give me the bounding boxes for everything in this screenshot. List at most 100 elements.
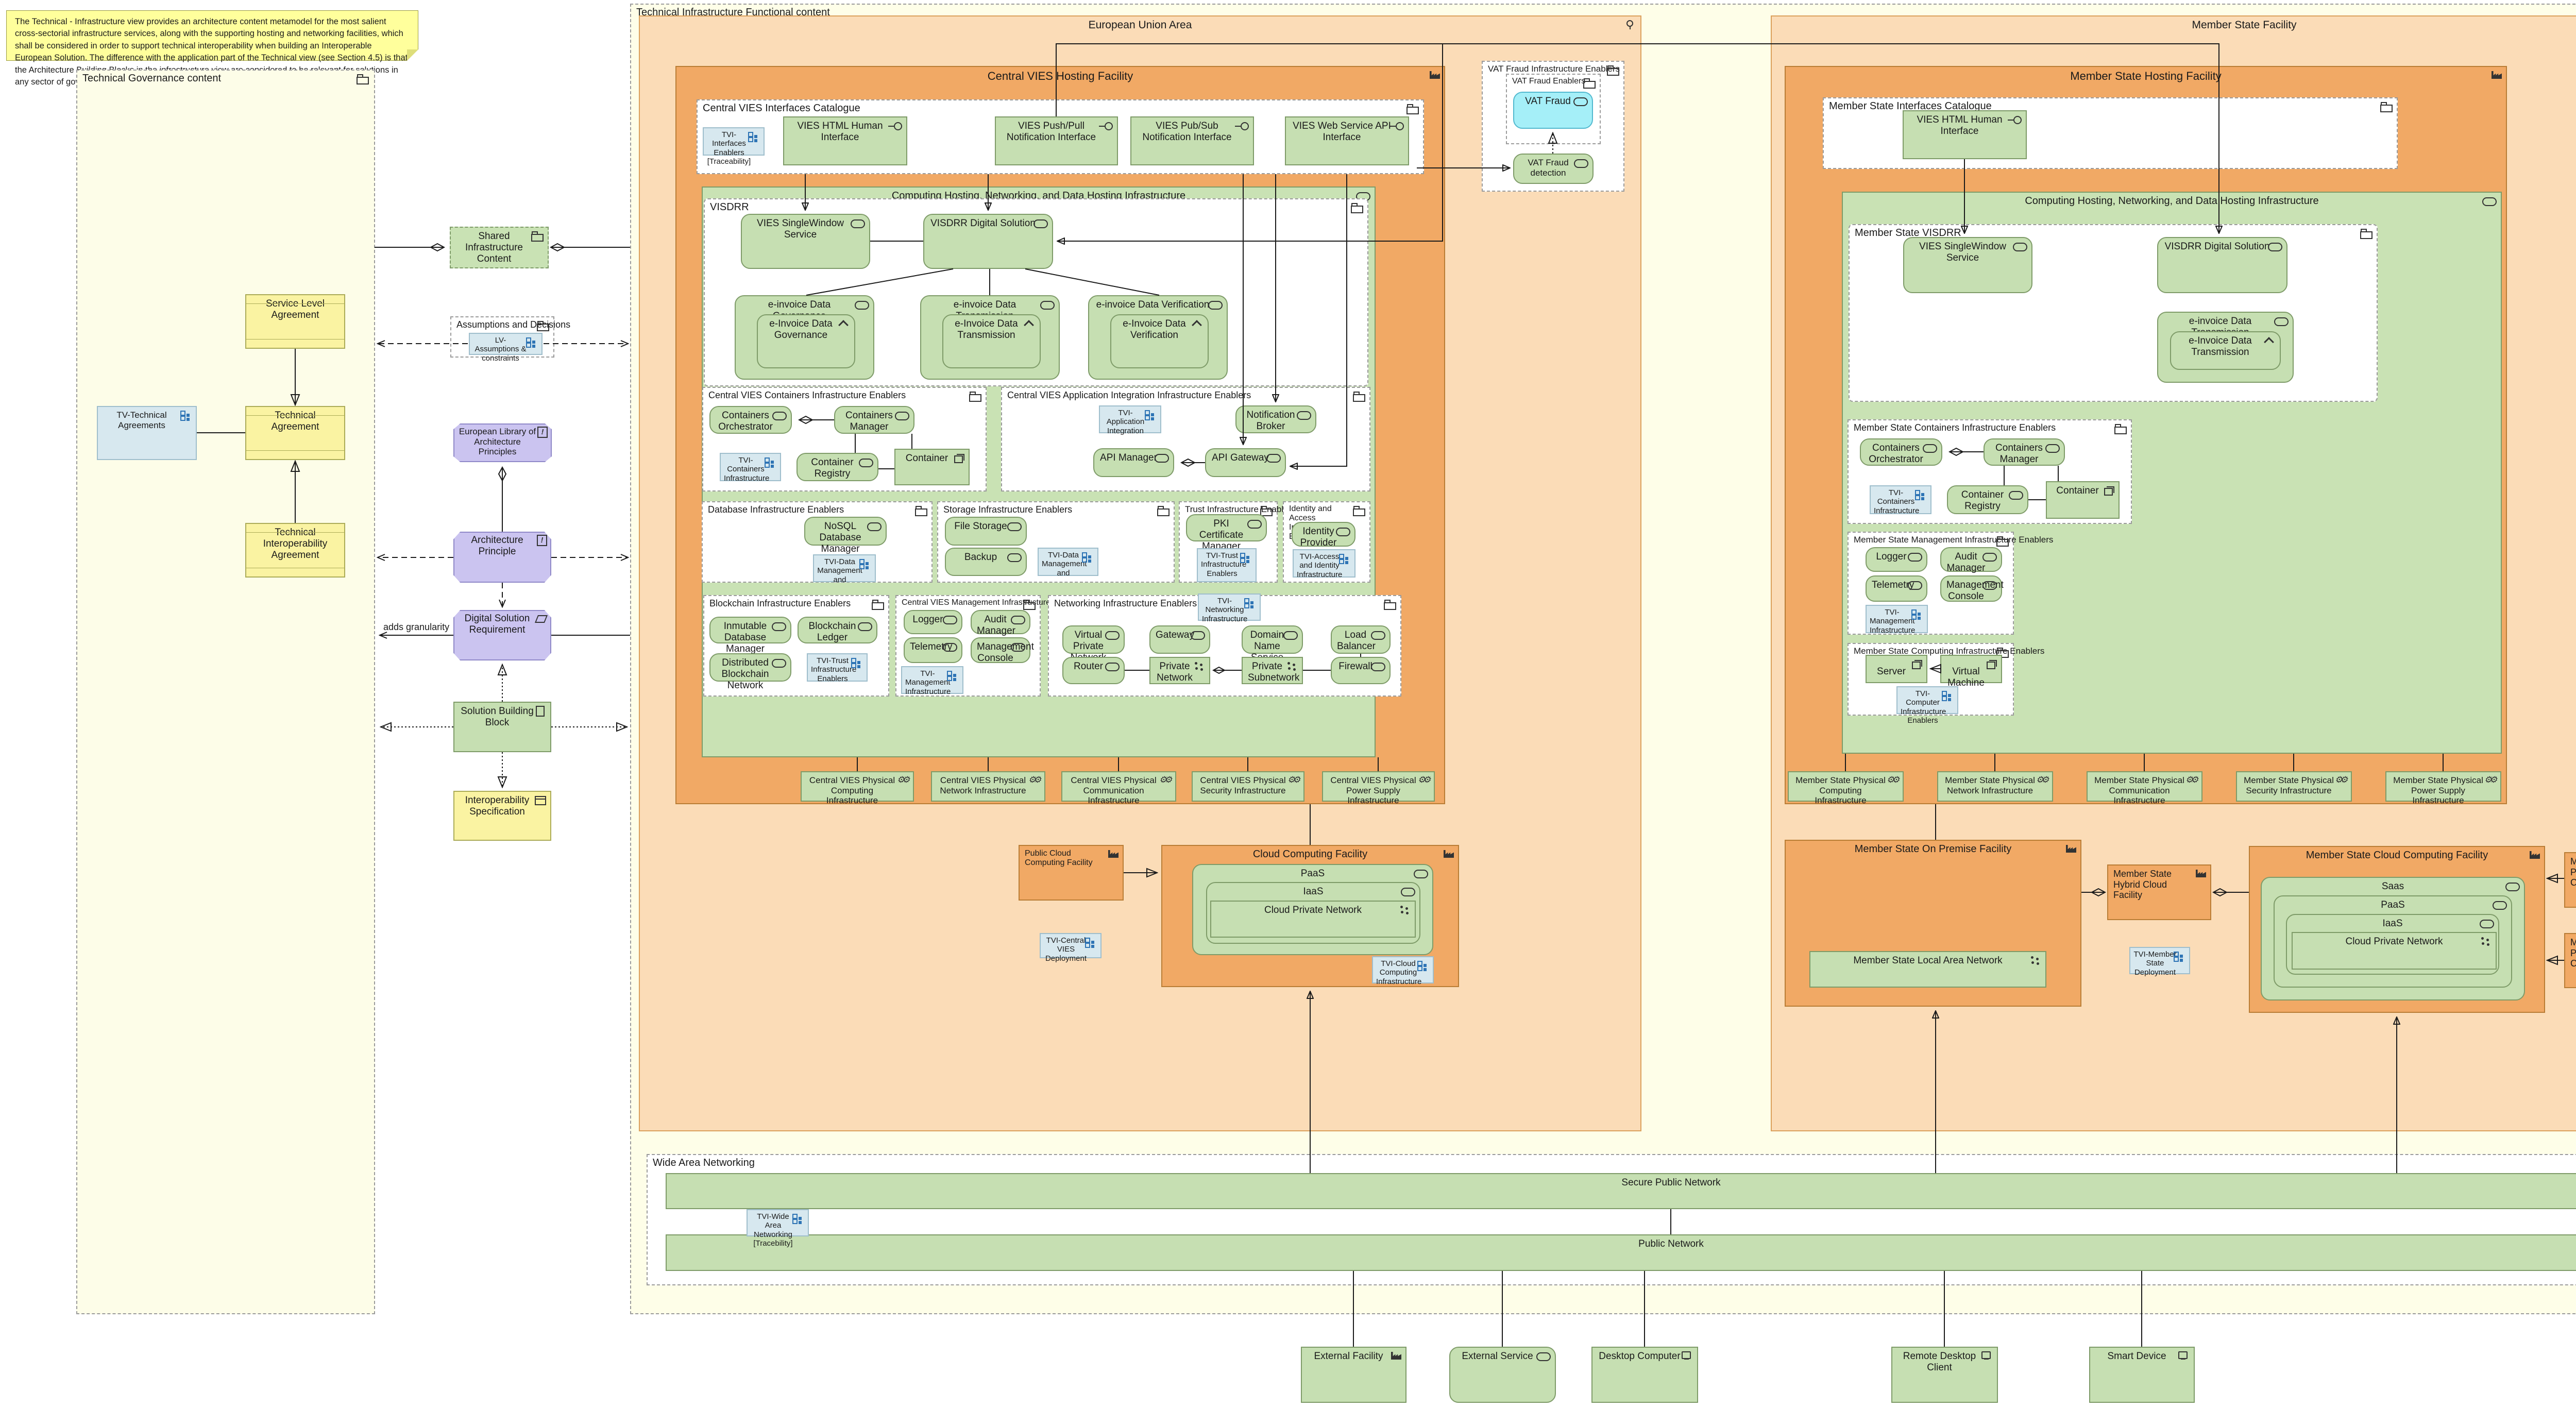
view-ref-ms-tvi-containers[interactable]: TVI-Containers Infrastructure — [1870, 485, 1931, 515]
node-ms-physical-power[interactable]: Member State Physical Power Supply Infra… — [2385, 771, 2501, 805]
view-ref-tvi-networking[interactable]: TVI-Networking Infrastructure — [1198, 593, 1261, 623]
node-server[interactable]: Server — [1866, 655, 1927, 683]
node-audit-manager[interactable]: Audit Manager — [971, 610, 1030, 636]
node-container-registry[interactable]: Container Registry — [796, 453, 878, 481]
facility-public-cloud[interactable]: Public Cloud Computing Facility — [1019, 845, 1124, 901]
node-container[interactable]: Container — [894, 449, 970, 485]
node-vies-singlewindow-service[interactable]: VIES SingleWindow Service — [741, 214, 870, 269]
node-private-subnetwork[interactable]: Private Subnetwork — [1242, 657, 1303, 684]
node-vies-web-service-api-interface[interactable]: VIES Web Service API Interface — [1285, 116, 1409, 165]
node-domain-name-service[interactable]: Domain Name Service — [1242, 625, 1303, 663]
node-ms-physical-network[interactable]: Member State Physical Network Infrastruc… — [1937, 771, 2053, 802]
node-distributed-blockchain-network[interactable]: Distributed Blockchain Network — [709, 653, 791, 691]
node-central-physical-security[interactable]: Central VIES Physical Security Infrastru… — [1192, 771, 1304, 802]
node-virtual-private-network[interactable]: Virtual Private Network — [1062, 625, 1125, 663]
view-ref-tv-technical-agreements[interactable]: TV-Technical Agreements — [97, 406, 197, 460]
technical-governance-group[interactable]: Technical Governance content — [76, 70, 375, 1314]
node-file-storage[interactable]: File Storage — [945, 517, 1027, 546]
node-desktop-computer[interactable]: Desktop Computer — [1591, 1347, 1698, 1403]
node-blockchain-ledger[interactable]: Blockchain Ledger — [798, 617, 877, 643]
node-shared-infrastructure-content[interactable]: Shared Infrastructure Content — [450, 227, 549, 268]
node-central-physical-network[interactable]: Central VIES Physical Network Infrastruc… — [931, 771, 1045, 802]
node-einvoice-data-governance-function[interactable]: e-Invoice Data Governance — [757, 314, 855, 368]
node-gateway[interactable]: Gateway — [1149, 625, 1210, 654]
node-digital-solution-requirement[interactable]: Digital Solution Requirement — [453, 610, 551, 660]
node-external-facility[interactable]: External Facility — [1301, 1347, 1406, 1403]
node-management-console[interactable]: Management Console — [971, 637, 1034, 664]
view-ref-tvi-trust-enablers-2[interactable]: TVI-Trust Infrastructure Enablers — [807, 653, 868, 683]
node-central-physical-computing[interactable]: Central VIES Physical Computing Infrastr… — [801, 771, 914, 805]
node-ms-physical-communication[interactable]: Member State Physical Communication Infr… — [2087, 771, 2202, 805]
view-ref-tvi-management[interactable]: TVI-Management Infrastructure — [901, 666, 963, 696]
node-ms-vies-singlewindow-service[interactable]: VIES SingleWindow Service — [1903, 237, 2032, 293]
central-application-integration-group[interactable]: Central VIES Application Integration Inf… — [1001, 387, 1370, 491]
node-firewall[interactable]: Firewall — [1331, 657, 1391, 684]
node-remote-desktop-client[interactable]: Remote Desktop Client — [1891, 1347, 1998, 1403]
node-ms-physical-computing[interactable]: Member State Physical Computing Infrastr… — [1788, 771, 1904, 805]
node-european-library-of-architecture-principles[interactable]: European Library of Architecture Princip… — [453, 423, 552, 462]
node-ms-physical-security[interactable]: Member State Physical Security Infrastru… — [2236, 771, 2352, 802]
node-interoperability-specification[interactable]: Interoperability Specification — [453, 791, 551, 841]
node-notification-broker[interactable]: Notification Broker — [1235, 405, 1316, 433]
node-ms-einvoice-data-transmission-function[interactable]: e-Invoice Data Transmission — [2170, 331, 2281, 370]
view-ref-tvi-cloud-computing[interactable]: TVI-Cloud Computing Infrastructure — [1372, 956, 1434, 986]
node-vat-fraud-detection[interactable]: VAT Fraud detection — [1513, 154, 1594, 184]
node-visdrr-digital-solution[interactable]: VISDRR Digital Solution — [923, 214, 1053, 269]
node-einvoice-data-transmission-function[interactable]: e-Invoice Data Transmission — [942, 314, 1041, 368]
view-ref-tvi-containers-infrastructure[interactable]: TVI-Containers Infrastructure — [720, 453, 781, 483]
node-vies-pushpull-notification-interface[interactable]: VIES Push/Pull Notification Interface — [995, 116, 1118, 165]
node-central-physical-power[interactable]: Central VIES Physical Power Supply Infra… — [1322, 771, 1435, 805]
node-smart-device[interactable]: Smart Device — [2089, 1347, 2195, 1403]
node-central-physical-communication[interactable]: Central VIES Physical Communication Infr… — [1061, 771, 1176, 805]
node-ms-vies-html-human-interface[interactable]: VIES HTML Human Interface — [1903, 110, 2027, 159]
node-architecture-principle[interactable]: Architecture Principle — [453, 532, 551, 583]
node-ms-telemetry[interactable]: Telemetry — [1866, 575, 1927, 602]
view-ref-tvi-application-integration[interactable]: TVI-Application Integration — [1099, 405, 1161, 435]
node-containers-orchestrator[interactable]: Containers Orchestrator — [709, 406, 792, 434]
view-ref-tvi-trust-enablers[interactable]: TVI-Trust Infrastructure Enablers — [1197, 548, 1257, 582]
view-description-note[interactable]: The Technical - Infrastructure view prov… — [6, 10, 418, 87]
view-ref-ms-tvi-management[interactable]: TVI-Management Infrastructure — [1866, 605, 1928, 635]
facility-ms-public-cloud[interactable]: Member State Public Cloud Computing Faci… — [2564, 852, 2576, 908]
node-containers-manager[interactable]: Containers Manager — [834, 406, 914, 434]
node-ms-local-area-network[interactable]: Member State Local Area Network — [1809, 951, 2046, 988]
node-backup[interactable]: Backup — [945, 548, 1027, 576]
node-virtual-machine[interactable]: Virtual Machine — [1940, 655, 2002, 688]
view-ref-ms-tvi-computer[interactable]: TVI-Computer Infrastructure Enablers — [1896, 686, 1958, 725]
view-ref-lv-assumptions[interactable]: LV-Assumptions & constraints — [469, 333, 543, 363]
node-vat-fraud[interactable]: VAT Fraud — [1513, 92, 1593, 129]
node-identity-provider[interactable]: Identity Provider — [1292, 522, 1355, 548]
node-ms-audit-manager[interactable]: Audit Manager — [1940, 547, 2002, 573]
node-technical-agreement[interactable]: Technical Agreement — [245, 406, 345, 460]
node-ms-logger[interactable]: Logger — [1866, 547, 1927, 572]
view-ref-tvi-central-vies-deployment[interactable]: TVI-Central VIES Deployment — [1040, 933, 1101, 963]
node-public-network[interactable]: Public Network — [666, 1234, 2576, 1271]
node-ms-container-registry[interactable]: Container Registry — [1947, 485, 2028, 514]
node-private-network[interactable]: Private Network — [1149, 657, 1210, 684]
node-external-service[interactable]: External Service — [1449, 1347, 1556, 1403]
view-ref-tvi-access-identity[interactable]: TVI-Access and Identity Infrastructure — [1293, 549, 1355, 579]
node-telemetry[interactable]: Telemetry — [904, 637, 962, 663]
node-logger[interactable]: Logger — [904, 610, 962, 634]
node-secure-public-network[interactable]: Secure Public Network — [666, 1173, 2576, 1209]
node-load-balancer[interactable]: Load Balancer — [1331, 625, 1391, 654]
node-api-manager[interactable]: API Manager — [1093, 448, 1174, 477]
node-ms-cloud-private-network[interactable]: Cloud Private Network — [2292, 932, 2497, 970]
node-technical-interoperability-agreement[interactable]: Technical Interoperability Agreement — [245, 523, 345, 578]
node-vies-pubsub-notification-interface[interactable]: VIES Pub/Sub Notification Interface — [1130, 116, 1254, 165]
node-pki-certificate-manager[interactable]: PKI Certificate Manager — [1186, 514, 1267, 552]
node-ms-management-console[interactable]: Management Console — [1940, 575, 2004, 602]
node-solution-building-block[interactable]: Solution Building Block — [453, 702, 551, 752]
facility-ms-hybrid-cloud[interactable]: Member State Hybrid Cloud Facility — [2107, 864, 2211, 920]
node-cloud-private-network[interactable]: Cloud Private Network — [1210, 901, 1416, 938]
node-einvoice-data-verification-function[interactable]: e-Invoice Data Verification — [1110, 314, 1209, 368]
view-ref-tvi-data-management-2[interactable]: TVI-Data Management and — [1038, 548, 1098, 578]
node-inmutable-database-manager[interactable]: Inmutable Database Manager — [709, 617, 791, 654]
node-nosql-database-manager[interactable]: NoSQL Database Manager — [804, 517, 887, 554]
node-ms-visdrr-digital-solution[interactable]: VISDRR Digital Solution — [2157, 237, 2287, 293]
view-ref-tvi-data-management[interactable]: TVI-Data Management and — [813, 554, 876, 584]
facility-ms-private-cloud[interactable]: Member State Private Cloud Computing Fac… — [2564, 933, 2576, 988]
node-ms-container[interactable]: Container — [2046, 481, 2120, 519]
node-ms-containers-orchestrator[interactable]: Containers Orchestrator — [1860, 438, 1942, 466]
view-ref-tvi-member-state-deployment[interactable]: TVI-Member State Deployment — [2129, 947, 2190, 977]
